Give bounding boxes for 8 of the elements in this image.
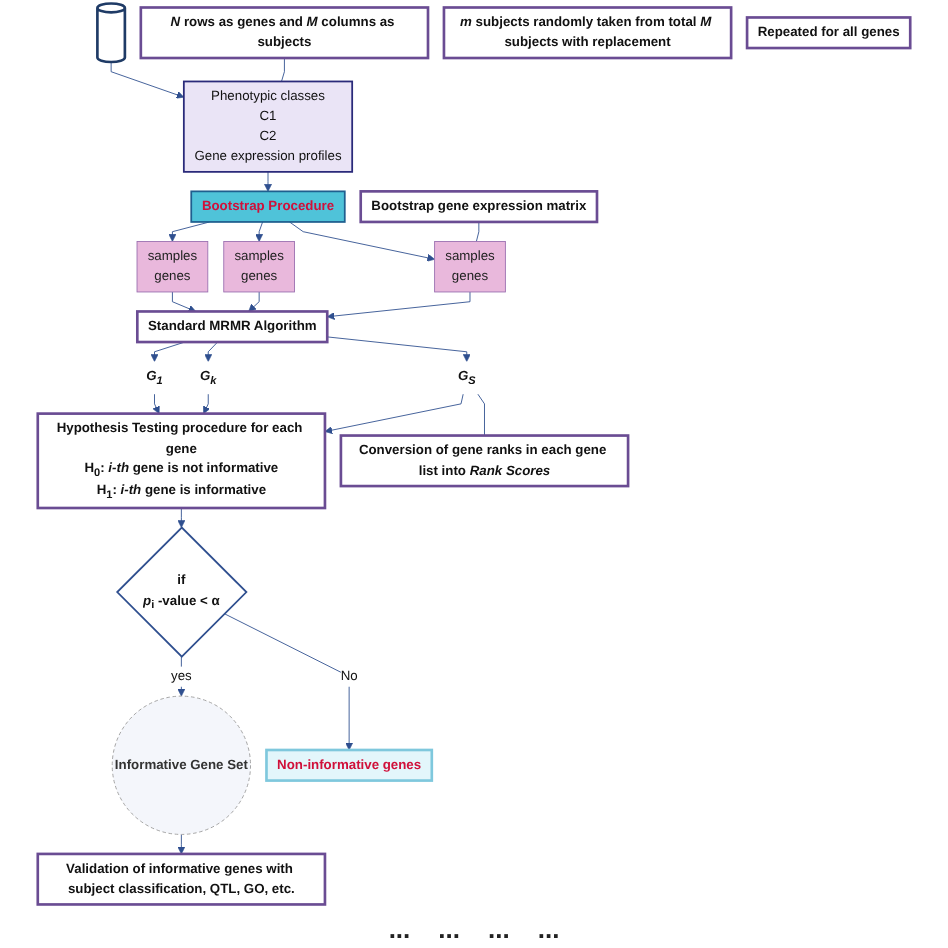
ellipsis-label: ... <box>488 913 510 943</box>
connector <box>477 393 485 436</box>
node-cylinder <box>96 2 127 64</box>
ellipsis-label: ... <box>438 913 460 943</box>
connector <box>281 57 285 82</box>
connector <box>475 221 480 242</box>
ellipsis-label: ... <box>537 913 560 943</box>
ellipsis-label: ... <box>388 913 411 943</box>
